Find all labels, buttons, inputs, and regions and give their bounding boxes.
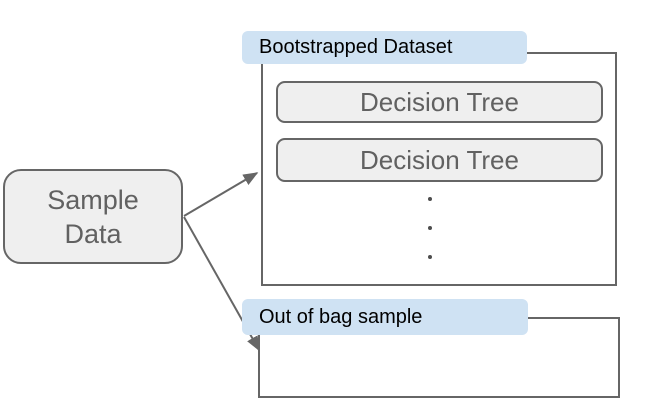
arrow-sample-to-bootstrapped — [183, 172, 259, 217]
decision-tree-label: Decision Tree — [360, 144, 519, 175]
vertical-ellipsis-icon — [428, 197, 432, 259]
decision-tree-node: Decision Tree — [276, 138, 603, 182]
sample-data-label-line2: Data — [64, 218, 122, 249]
decision-tree-node: Decision Tree — [276, 81, 603, 123]
ellipsis-dot — [428, 255, 432, 259]
ellipsis-dot — [428, 197, 432, 201]
decision-tree-label: Decision Tree — [360, 86, 519, 117]
out-of-bag-label: Out of bag sample — [242, 299, 528, 335]
sample-data-box: Sample Data — [3, 169, 183, 264]
ellipsis-dot — [428, 226, 432, 230]
sample-data-label-line1: Sample — [47, 184, 139, 215]
bootstrapped-dataset-label: Bootstrapped Dataset — [242, 31, 527, 64]
